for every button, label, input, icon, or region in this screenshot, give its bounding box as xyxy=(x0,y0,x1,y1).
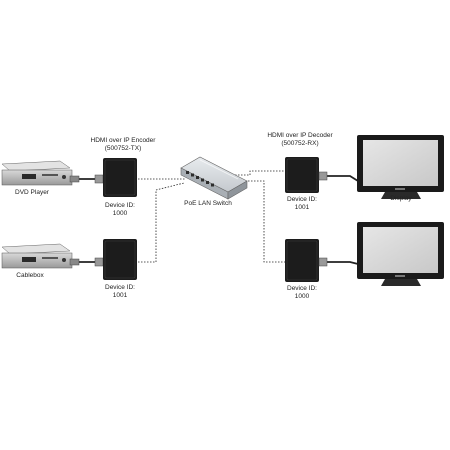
decoder-bottom-device-id: 1000 xyxy=(294,293,310,300)
display-top xyxy=(357,135,444,199)
hdmi-cable-display-bottom xyxy=(322,261,359,265)
hdmi-cable-display-top xyxy=(322,175,359,182)
decoder-bottom xyxy=(285,239,328,282)
encoder-bottom-device-id-label: Device ID: xyxy=(105,284,135,291)
decoder-top-device-id-label: Device ID: xyxy=(287,196,317,203)
poe-lan-switch xyxy=(180,156,248,200)
decoder-top xyxy=(285,157,328,193)
encoder-bottom-device-id: 1001 xyxy=(112,292,128,299)
display-bottom xyxy=(357,222,444,286)
decoder-title: HDMI over IP Decoder xyxy=(267,132,333,139)
display-label: Display xyxy=(390,195,412,202)
encoder-title: HDMI over IP Encoder xyxy=(90,137,156,144)
decoder-model: (500752-RX) xyxy=(281,140,319,147)
decoder-bottom-device-id-label: Device ID: xyxy=(287,285,317,292)
cablebox-label: Cablebox xyxy=(16,272,44,279)
encoder-top-device-id-label: Device ID: xyxy=(105,202,135,209)
encoder-model: (500752-TX) xyxy=(104,145,142,152)
encoder-bottom xyxy=(94,239,137,280)
encoder-top-device-id: 1000 xyxy=(112,210,128,217)
cablebox xyxy=(1,243,80,269)
network-cable-decoder-bottom xyxy=(245,180,285,263)
decoder-top-device-id: 1001 xyxy=(294,204,310,211)
cables xyxy=(78,170,359,265)
dvd-player-label: DVD Player xyxy=(15,189,49,196)
dvd-player xyxy=(1,160,80,186)
encoder-top xyxy=(94,158,137,197)
network-cable-decoder-top xyxy=(232,170,285,176)
switch-label: PoE LAN Switch xyxy=(184,200,232,207)
network-cable-encoder-bottom xyxy=(138,182,185,263)
